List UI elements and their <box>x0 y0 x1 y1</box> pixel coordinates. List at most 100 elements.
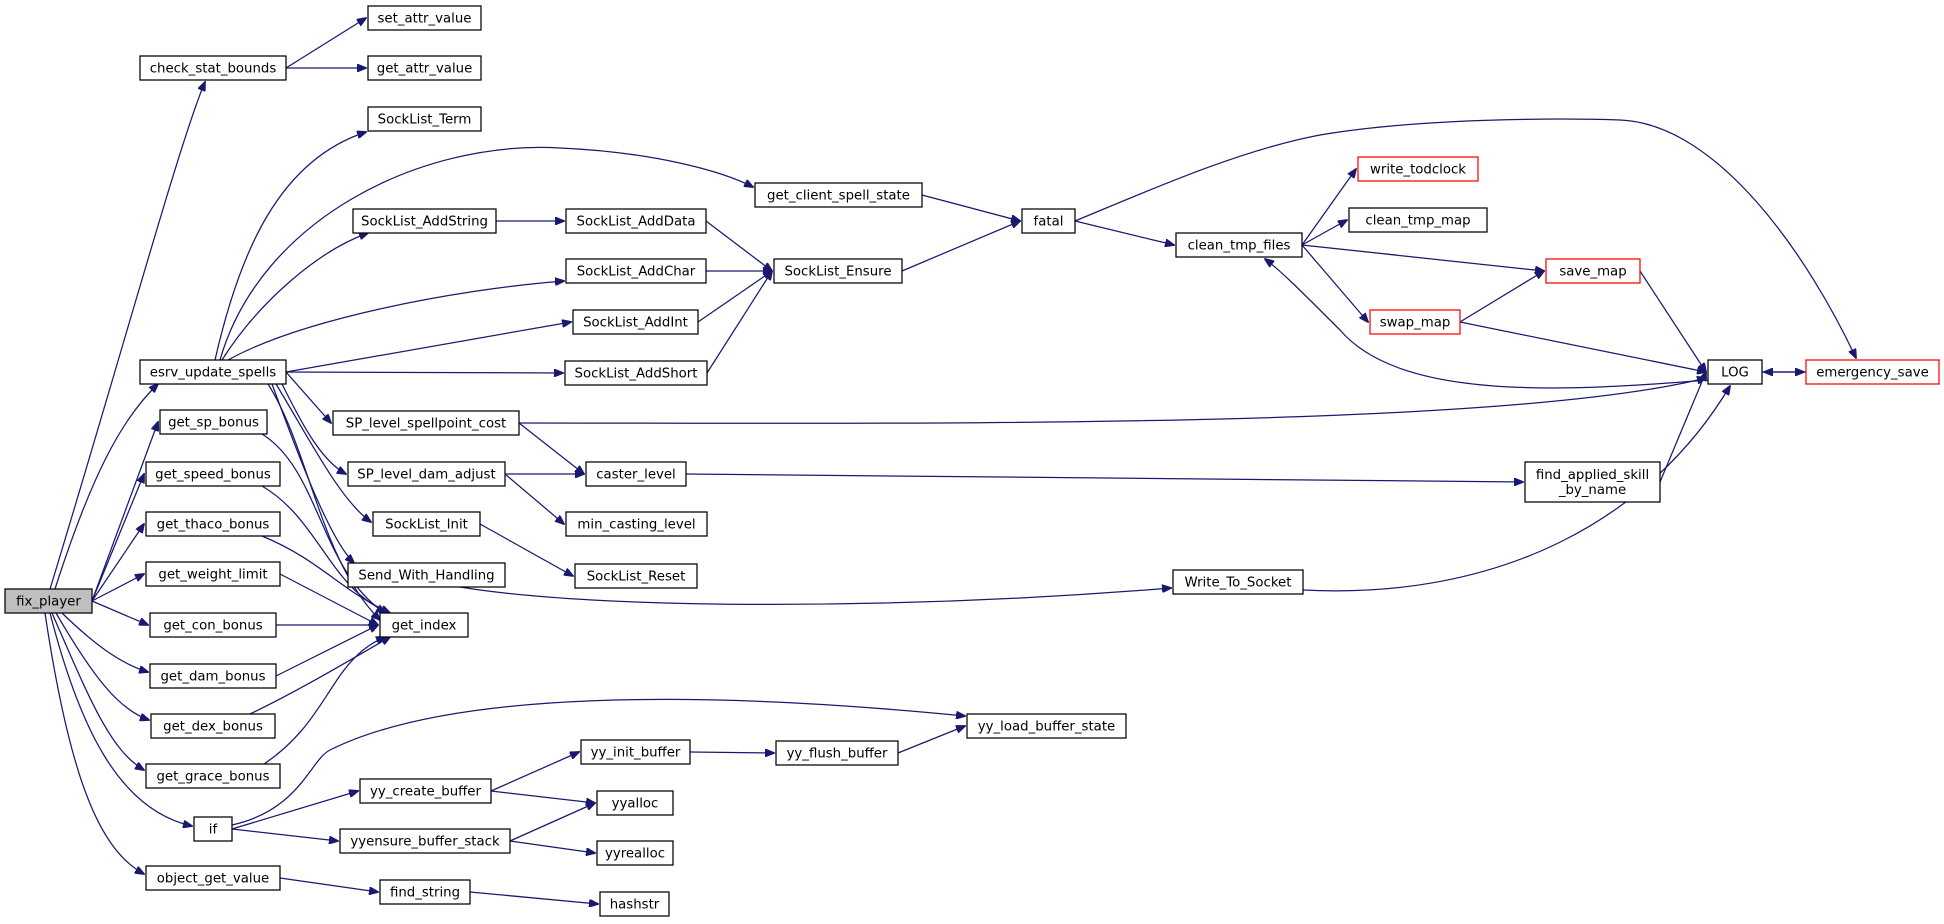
node-save_map[interactable]: save_map <box>1545 258 1641 284</box>
edge-clean_tmp_files-to-swap_map <box>1301 244 1368 322</box>
node-write_todclock[interactable]: write_todclock <box>1357 156 1479 182</box>
node-SockList_AddString[interactable]: SockList_AddString <box>352 208 497 234</box>
node-fatal[interactable]: fatal <box>1021 208 1076 234</box>
node-min_casting_level[interactable]: min_casting_level <box>565 511 708 537</box>
node-get_speed_bonus[interactable]: get_speed_bonus <box>145 461 281 487</box>
edge-path <box>504 473 564 524</box>
edges-layer <box>44 18 1856 904</box>
edge-if-to-yy_create_buffer <box>231 791 358 830</box>
node-swap_map[interactable]: swap_map <box>1369 309 1461 335</box>
node-yy_init_buffer[interactable]: yy_init_buffer <box>580 739 691 765</box>
node-label: Write_To_Socket <box>1185 576 1292 591</box>
edge-swap_map-to-save_map <box>1459 271 1544 323</box>
node-hashstr[interactable]: hashstr <box>599 891 670 917</box>
node-check_stat_bounds[interactable]: check_stat_bounds <box>139 55 287 81</box>
node-label: get_index <box>392 619 457 634</box>
node-SockList_AddInt[interactable]: SockList_AddInt <box>572 309 699 335</box>
node-label: write_todclock <box>1370 163 1466 178</box>
edge-yy_create_buffer-to-yyalloc <box>490 790 595 803</box>
edge-path <box>281 383 346 474</box>
node-get_con_bonus[interactable]: get_con_bonus <box>149 612 277 638</box>
node-SockList_Init[interactable]: SockList_Init <box>372 511 481 537</box>
node-get_sp_bonus[interactable]: get_sp_bonus <box>159 409 268 435</box>
edge-esrv_update_spells-to-get_client_spell_state <box>219 146 753 361</box>
node-box <box>145 461 281 487</box>
node-box <box>359 778 492 804</box>
node-SockList_Reset[interactable]: SockList_Reset <box>574 563 698 589</box>
edge-path <box>249 637 390 715</box>
node-get_dam_bonus[interactable]: get_dam_bonus <box>149 663 277 689</box>
edge-path <box>261 535 390 613</box>
node-SP_level_spellpoint_cost[interactable]: SP_level_spellpoint_cost <box>332 410 520 436</box>
node-box <box>347 461 506 487</box>
node-object_get_value[interactable]: object_get_value <box>145 865 281 891</box>
node-label: min_casting_level <box>577 518 695 533</box>
edge-path <box>51 612 144 770</box>
edge-SockList_AddShort-to-SockList_Ensure <box>706 271 772 374</box>
node-box <box>599 891 670 917</box>
edge-find_string-to-hashstr <box>469 891 598 904</box>
edge-SP_level_dam_adjust-to-min_casting_level <box>504 473 564 524</box>
node-find_applied_skill_by_name[interactable]: find_applied_skill_by_name <box>1524 461 1661 503</box>
node-box <box>367 106 482 132</box>
edge-path <box>1639 270 1706 372</box>
node-SockList_AddChar[interactable]: SockList_AddChar <box>565 258 707 284</box>
edge-path <box>285 18 366 69</box>
node-get_thaco_bonus[interactable]: get_thaco_bonus <box>145 511 281 537</box>
edge-fatal-to-clean_tmp_files <box>1074 220 1174 245</box>
node-label: get_weight_limit <box>158 568 267 583</box>
node-yy_create_buffer[interactable]: yy_create_buffer <box>359 778 492 804</box>
edge-get_sp_bonus-to-get_index <box>261 433 385 613</box>
edge-fix_player-to-get_thaco_bonus <box>91 524 144 602</box>
edge-path <box>227 281 564 361</box>
node-label: get_thaco_bonus <box>157 518 270 533</box>
node-get_grace_bonus[interactable]: get_grace_bonus <box>145 763 281 789</box>
node-SockList_AddData[interactable]: SockList_AddData <box>565 208 707 234</box>
node-fix_player[interactable]: fix_player <box>4 588 93 614</box>
node-get_index[interactable]: get_index <box>379 612 469 638</box>
node-SockList_Ensure[interactable]: SockList_Ensure <box>773 258 903 284</box>
edge-fix_player-to-get_grace_bonus <box>51 612 144 770</box>
edge-path <box>279 573 378 625</box>
edge-yyensure_buffer_stack-to-yyrealloc <box>509 840 595 853</box>
node-yy_load_buffer_state[interactable]: yy_load_buffer_state <box>966 713 1127 739</box>
node-get_weight_limit[interactable]: get_weight_limit <box>145 561 281 587</box>
node-LOG[interactable]: LOG <box>1707 359 1763 385</box>
edge-path <box>1074 118 1856 358</box>
node-yyensure_buffer_stack[interactable]: yyensure_buffer_stack <box>339 828 511 854</box>
node-yyrealloc[interactable]: yyrealloc <box>596 840 674 866</box>
node-box <box>565 258 707 284</box>
node-box <box>367 55 482 81</box>
node-get_client_spell_state[interactable]: get_client_spell_state <box>754 182 923 208</box>
edge-path <box>61 612 148 672</box>
node-Send_With_Handling[interactable]: Send_With_Handling <box>347 562 506 588</box>
edge-path <box>285 322 571 373</box>
node-emergency_save[interactable]: emergency_save <box>1805 359 1940 385</box>
node-caster_level[interactable]: caster_level <box>585 461 687 487</box>
node-box <box>145 561 281 587</box>
edge-path <box>897 726 965 754</box>
node-label: get_dex_bonus <box>163 720 263 735</box>
node-get_attr_value[interactable]: get_attr_value <box>367 55 482 81</box>
node-Write_To_Socket[interactable]: Write_To_Socket <box>1172 569 1304 595</box>
node-yyalloc[interactable]: yyalloc <box>596 790 674 816</box>
node-clean_tmp_files[interactable]: clean_tmp_files <box>1175 232 1303 258</box>
node-box <box>596 790 674 816</box>
node-SockList_AddShort[interactable]: SockList_AddShort <box>564 360 708 386</box>
node-find_string[interactable]: find_string <box>379 879 471 905</box>
node-esrv_update_spells[interactable]: esrv_update_spells <box>139 359 287 385</box>
node-box <box>564 360 708 386</box>
edge-path <box>91 422 158 602</box>
node-set_attr_value[interactable]: set_attr_value <box>367 5 482 31</box>
node-SP_level_dam_adjust[interactable]: SP_level_dam_adjust <box>347 461 506 487</box>
node-yy_flush_buffer[interactable]: yy_flush_buffer <box>775 740 899 766</box>
node-get_dex_bonus[interactable]: get_dex_bonus <box>150 713 276 739</box>
edge-fix_player-to-get_dam_bonus <box>61 612 148 672</box>
edge-fix_player-to-get_weight_limit <box>91 574 144 602</box>
edge-LOG-to-clean_tmp_files <box>1265 259 1709 389</box>
node-SockList_Term[interactable]: SockList_Term <box>367 106 482 132</box>
node-clean_tmp_map[interactable]: clean_tmp_map <box>1348 207 1488 233</box>
node-if[interactable]: if <box>193 816 233 842</box>
edge-path <box>231 791 358 830</box>
edge-esrv_update_spells-to-SP_level_spellpoint_cost <box>285 371 331 423</box>
